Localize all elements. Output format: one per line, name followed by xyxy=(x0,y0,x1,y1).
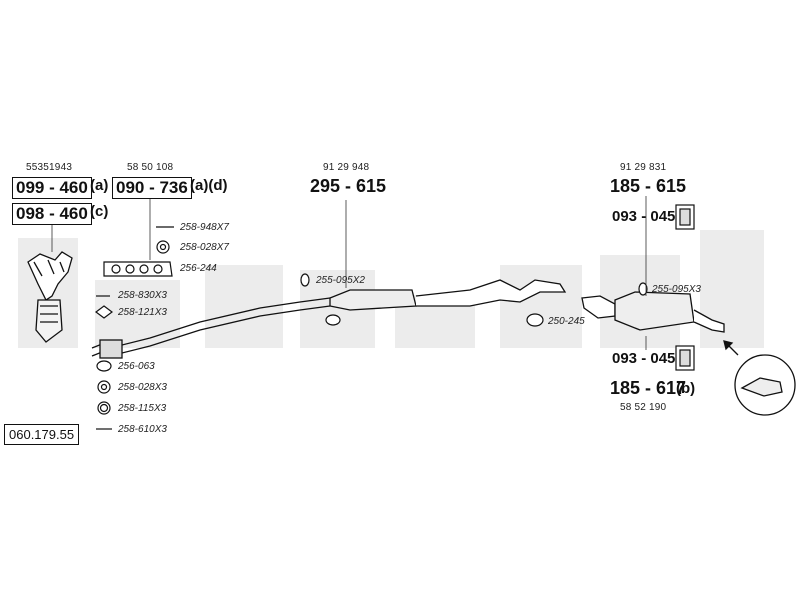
part-number-185-617[interactable]: 185 - 617 xyxy=(610,378,687,398)
part-258-028-top[interactable]: 258-028X7 xyxy=(180,242,229,253)
part-258-028-bottom[interactable]: 258-028X3 xyxy=(118,382,167,393)
rear-top-ref: 91 29 831 xyxy=(620,162,667,173)
manifold-gasket xyxy=(103,261,173,277)
diagram-number: 060.179.55 xyxy=(4,424,80,445)
tailpipe-detail xyxy=(723,340,796,416)
part-number-185-615[interactable]: 185 - 615 xyxy=(610,176,687,196)
small-part-icons xyxy=(95,226,648,430)
part-256-063[interactable]: 256-063 xyxy=(118,361,155,372)
mid-pipe-ref: 91 29 948 xyxy=(323,162,370,173)
front-pipe xyxy=(91,297,331,359)
part-258-121[interactable]: 258-121X3 xyxy=(118,307,167,318)
part-256-244[interactable]: 256-244 xyxy=(180,263,217,274)
part-suffix-ad: (a)(d) xyxy=(190,177,228,194)
part-suffix-c: (c) xyxy=(90,203,109,220)
manifold-ref-left: 55351943 xyxy=(26,162,73,173)
part-number-295-615[interactable]: 295 - 615 xyxy=(310,176,387,196)
rear-bottom-ref: 58 52 190 xyxy=(620,402,667,413)
part-255-095-rear[interactable]: 255-095X3 xyxy=(652,284,701,295)
leader-lines xyxy=(51,196,647,350)
part-number-098-460[interactable]: 098 - 460 xyxy=(12,203,92,225)
hanger-093-045-top[interactable]: 093 - 045 xyxy=(612,208,676,225)
part-number-099-460[interactable]: 099 - 460 xyxy=(12,177,92,199)
part-258-115[interactable]: 258-115X3 xyxy=(118,403,167,414)
part-number-090-736[interactable]: 090 - 736 xyxy=(112,177,192,199)
pipe-clamp xyxy=(325,313,544,327)
part-258-948[interactable]: 258-948X7 xyxy=(180,222,229,233)
part-258-830[interactable]: 258-830X3 xyxy=(118,290,167,301)
part-255-095-mid[interactable]: 255-095X2 xyxy=(316,275,365,286)
part-250-245[interactable]: 250-245 xyxy=(548,316,585,327)
part-suffix-a: (a) xyxy=(90,177,109,194)
part-suffix-b: (b) xyxy=(676,380,696,397)
hanger-093-045-bottom[interactable]: 093 - 045 xyxy=(612,350,676,367)
middle-silencer xyxy=(329,279,567,311)
manifold-ref-right: 58 50 108 xyxy=(127,162,174,173)
rear-silencer xyxy=(581,291,725,333)
part-258-610[interactable]: 258-610X3 xyxy=(118,424,167,435)
rubber-hangers xyxy=(675,204,695,371)
exhaust-manifold xyxy=(27,251,73,343)
